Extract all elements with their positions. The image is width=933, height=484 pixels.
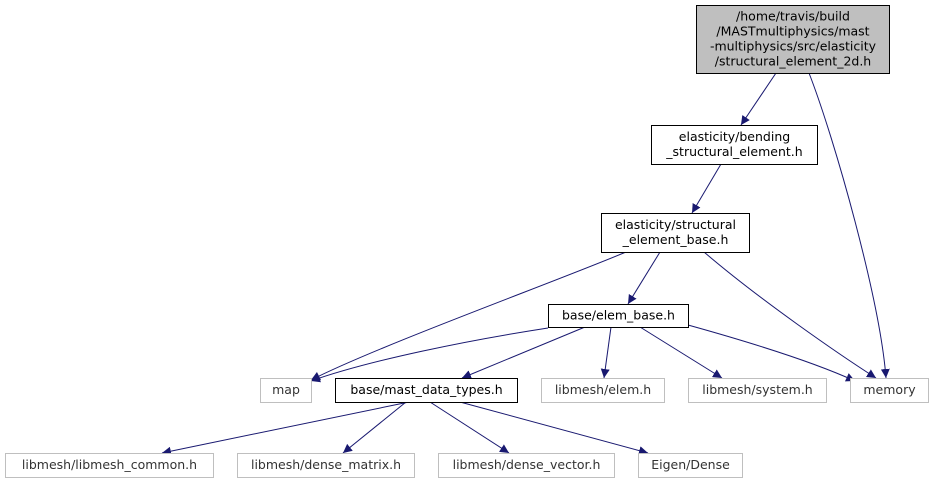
- edge-elem_base-to-libmesh_system: [639, 326, 723, 379]
- node-box: [5, 453, 214, 478]
- node-label-line: /MASTmultiphysics/mast: [716, 24, 869, 39]
- node-dense_matrix: libmesh/dense_matrix.h: [237, 453, 415, 478]
- node-label-line: _structural_element.h: [665, 144, 802, 159]
- node-base[interactable]: elasticity/structural_element_base.h: [601, 213, 750, 253]
- edge-root-to-bending: [740, 72, 777, 126]
- edge-elem_base-to-map: [310, 327, 549, 383]
- edge-mast_types-to-eigen_dense: [459, 401, 649, 455]
- node-root: /home/travis/build/MASTmultiphysics/mast…: [696, 5, 890, 74]
- node-box: [548, 304, 689, 328]
- node-label-line: map: [272, 382, 300, 397]
- edge-mast_types-to-libmesh_common: [161, 401, 410, 456]
- edge-elem_base-to-memory: [687, 324, 856, 382]
- node-box: [651, 125, 818, 165]
- node-box: [850, 378, 929, 403]
- nodes-layer: /home/travis/build/MASTmultiphysics/mast…: [5, 5, 929, 478]
- edge-base-to-map: [310, 251, 627, 381]
- node-box: [696, 5, 890, 74]
- node-label-line: libmesh/system.h: [702, 382, 812, 397]
- edge-mast_types-to-dense_matrix: [342, 401, 407, 454]
- node-memory: memory: [850, 378, 929, 403]
- edges-layer: [161, 72, 890, 456]
- node-box: [438, 453, 615, 478]
- node-box: [688, 378, 827, 403]
- node-label-line: elasticity/bending: [679, 129, 790, 144]
- edge-elem_base-to-libmesh_elem: [600, 326, 612, 379]
- node-elem_base[interactable]: base/elem_base.h: [548, 304, 689, 328]
- node-label-line: base/mast_data_types.h: [350, 382, 502, 397]
- node-eigen_dense: Eigen/Dense: [638, 453, 743, 478]
- node-label-line: libmesh/elem.h: [555, 382, 651, 397]
- node-label-line: -multiphysics/src/elasticity: [710, 39, 877, 54]
- edge-mast_types-to-dense_vector: [429, 401, 510, 454]
- edge-base-to-memory: [703, 251, 877, 379]
- node-bending[interactable]: elasticity/bending_structural_element.h: [651, 125, 818, 165]
- node-box: [601, 213, 750, 253]
- node-label-line: /home/travis/build: [736, 9, 850, 24]
- node-map: map: [260, 378, 312, 403]
- node-label-line: libmesh/libmesh_common.h: [22, 457, 197, 472]
- node-label-line: libmesh/dense_vector.h: [453, 457, 601, 472]
- node-box: [260, 378, 312, 403]
- node-label-line: _element_base.h: [622, 232, 729, 247]
- node-box: [638, 453, 743, 478]
- node-libmesh_common: libmesh/libmesh_common.h: [5, 453, 214, 478]
- node-box: [237, 453, 415, 478]
- node-box: [541, 378, 665, 403]
- node-mast_types[interactable]: base/mast_data_types.h: [335, 378, 518, 403]
- node-label-line: Eigen/Dense: [651, 457, 730, 472]
- node-label-line: /structural_element_2d.h: [715, 54, 871, 69]
- node-label-line: libmesh/dense_matrix.h: [251, 457, 401, 472]
- edge-bending-to-base: [691, 163, 722, 214]
- node-libmesh_system: libmesh/system.h: [688, 378, 827, 403]
- node-label-line: base/elem_base.h: [562, 308, 675, 323]
- node-label-line: elasticity/structural: [615, 217, 736, 232]
- node-dense_vector: libmesh/dense_vector.h: [438, 453, 615, 478]
- edge-elem_base-to-mast_types: [461, 326, 586, 379]
- node-libmesh_elem: libmesh/elem.h: [541, 378, 665, 403]
- edge-base-to-elem_base: [627, 251, 661, 305]
- node-box: [335, 378, 518, 403]
- node-label-line: memory: [863, 382, 916, 397]
- edge-root-to-memory: [808, 72, 890, 379]
